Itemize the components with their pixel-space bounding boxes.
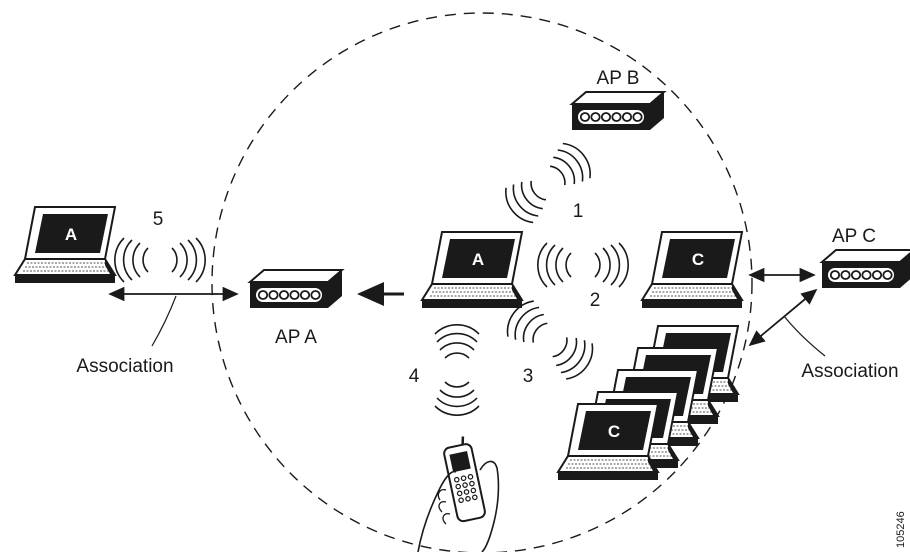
access-point-a xyxy=(249,269,343,309)
laptop-c: C xyxy=(641,231,743,309)
radio-waves-3 xyxy=(499,294,601,386)
laptop-a-left: A xyxy=(14,206,116,284)
access-point-c xyxy=(821,249,910,289)
association-label-left: Association xyxy=(76,356,173,377)
screen-label-a-left: A xyxy=(65,225,77,244)
association-leader-left xyxy=(151,295,177,347)
access-point-b xyxy=(571,91,665,131)
link-label-2: 2 xyxy=(590,290,601,311)
association-arrow-right-2 xyxy=(748,288,818,347)
ap-b-label: AP B xyxy=(597,68,640,89)
figure-id: 105246 xyxy=(895,511,907,548)
radio-waves-5 xyxy=(114,237,206,283)
coverage-circle xyxy=(211,12,753,552)
ap-a-label: AP A xyxy=(275,327,317,348)
phone-hand-icon xyxy=(417,436,500,552)
link-label-3: 3 xyxy=(523,366,534,387)
association-leader-right xyxy=(783,315,826,357)
ap-c-label: AP C xyxy=(832,226,876,247)
link-label-5: 5 xyxy=(153,209,164,230)
association-label-right: Association xyxy=(801,361,898,382)
radio-waves-2 xyxy=(537,242,629,288)
link-label-1: 1 xyxy=(573,201,584,222)
screen-label-c-stack: C xyxy=(608,422,620,441)
link-label-4: 4 xyxy=(409,366,420,387)
laptop-stack-c: C xyxy=(557,325,739,481)
radio-waves-4 xyxy=(434,324,480,416)
screen-label-c: C xyxy=(692,250,704,269)
screen-label-a-center: A xyxy=(472,250,484,269)
laptop-a-center: A xyxy=(421,231,523,309)
